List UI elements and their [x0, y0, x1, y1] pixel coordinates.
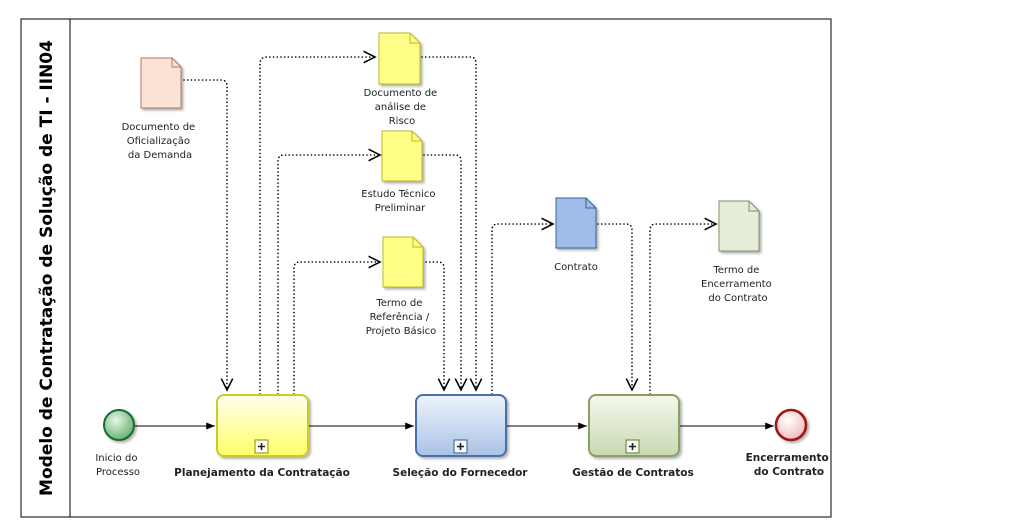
document-estudo-tecnico-label-line-1: Estudo Técnico — [361, 188, 435, 200]
end-event-label-line-1: Encerramento — [746, 452, 829, 464]
document-analise-risco-label: Documento de análise de Risco — [364, 88, 441, 127]
document-estudo-tecnico-label: Estudo Técnico Preliminar — [361, 188, 438, 214]
plus-icon — [457, 443, 464, 450]
task-gestao-box[interactable] — [588, 394, 680, 457]
plus-icon — [258, 443, 265, 450]
document-termo-encerramento-label-line-2: Encerramento — [701, 279, 772, 290]
document-termo-referencia-label-line-3: Projeto Básico — [366, 325, 437, 337]
document-contrato-label-line-1: Contrato — [554, 262, 598, 273]
document-termo-encerramento-icon[interactable] — [718, 200, 760, 252]
assoc-selecao-to-contrato — [491, 224, 553, 395]
document-analise-risco-icon[interactable] — [378, 32, 421, 85]
task-selecao-box[interactable] — [415, 394, 507, 457]
page-fold-icon — [412, 237, 423, 248]
document-analise-risco[interactable]: Documento de análise de Risco — [364, 32, 441, 127]
document-analise-risco-label-line-2: análise de — [375, 101, 426, 113]
assoc-estudo-to-selecao — [423, 154, 461, 390]
assoc-planejamento-to-estudo — [277, 155, 380, 395]
document-oficializacao-label-line-3: da Demanda — [128, 150, 192, 161]
document-oficializacao[interactable]: Documento de Oficialização da Demanda — [122, 57, 199, 161]
document-oficializacao-label-line-1: Documento de — [122, 122, 196, 133]
task-selecao-label: Seleção do Fornecedor — [393, 467, 529, 479]
assoc-contrato-to-gestao — [597, 223, 632, 390]
task-selecao[interactable]: Seleção do Fornecedor — [393, 394, 529, 479]
document-termo-referencia[interactable]: Termo de Referência / Projeto Básico — [366, 236, 437, 337]
page-fold-icon — [748, 201, 759, 212]
document-contrato-label: Contrato — [554, 262, 598, 273]
document-termo-encerramento-label-line-1: Termo de — [712, 265, 759, 276]
assoc-termo-ref-to-selecao — [425, 261, 444, 390]
document-oficializacao-label-line-2: Oficialização — [127, 136, 190, 147]
page-fold-icon — [411, 131, 422, 142]
document-termo-encerramento[interactable]: Termo de Encerramento do Contrato — [701, 200, 775, 304]
start-event-label-line-2: Processo — [96, 467, 140, 478]
task-gestao[interactable]: Gestão de Contratos — [572, 394, 694, 479]
plus-icon — [629, 443, 636, 450]
end-event[interactable]: Encerramento do Contrato — [746, 408, 833, 478]
document-oficializacao-icon[interactable] — [140, 57, 182, 109]
page-fold-icon — [409, 33, 420, 44]
document-termo-referencia-label: Termo de Referência / Projeto Básico — [366, 298, 437, 337]
assoc-gestao-to-termo-enc — [649, 224, 716, 395]
start-event[interactable]: Inicio do Processo — [95, 409, 140, 478]
task-gestao-label: Gestão de Contratos — [572, 467, 693, 479]
assoc-planejamento-to-analise — [259, 57, 375, 395]
task-planejamento[interactable]: Planejamento da Contratação — [174, 394, 350, 479]
document-analise-risco-label-line-3: Risco — [389, 116, 416, 127]
document-contrato[interactable]: Contrato — [554, 197, 598, 273]
task-planejamento-label: Planejamento da Contratação — [174, 467, 350, 479]
end-event-label: Encerramento do Contrato — [746, 452, 833, 478]
start-event-label: Inicio do Processo — [95, 453, 140, 478]
page-fold-icon — [585, 198, 596, 209]
pool-title: Modelo de Contratação de Solução de TI -… — [37, 40, 57, 496]
start-event-circle[interactable] — [103, 409, 135, 441]
page-fold-icon — [171, 58, 181, 68]
document-estudo-tecnico[interactable]: Estudo Técnico Preliminar — [361, 130, 438, 214]
document-estudo-tecnico-icon[interactable] — [381, 130, 423, 182]
document-termo-encerramento-label: Termo de Encerramento do Contrato — [701, 265, 775, 304]
assoc-planejamento-to-termo-ref — [293, 262, 380, 395]
assoc-analise-to-selecao — [421, 56, 476, 390]
document-oficializacao-label: Documento de Oficialização da Demanda — [122, 122, 199, 161]
document-termo-referencia-icon[interactable] — [382, 236, 424, 288]
document-analise-risco-label-line-1: Documento de — [364, 88, 438, 99]
document-termo-encerramento-label-line-3: do Contrato — [708, 293, 767, 304]
document-termo-referencia-label-line-2: Referência / — [370, 311, 430, 323]
document-contrato-icon[interactable] — [555, 197, 597, 249]
document-termo-referencia-label-line-1: Termo de — [375, 298, 422, 309]
end-event-circle[interactable] — [774, 408, 808, 442]
end-event-label-line-2: do Contrato — [754, 466, 824, 478]
document-estudo-tecnico-label-line-2: Preliminar — [375, 203, 426, 214]
assoc-oficializacao-to-planejamento — [183, 79, 227, 390]
start-event-label-line-1: Inicio do — [95, 453, 137, 464]
task-planejamento-box[interactable] — [216, 394, 309, 457]
association-connectors — [183, 56, 716, 395]
